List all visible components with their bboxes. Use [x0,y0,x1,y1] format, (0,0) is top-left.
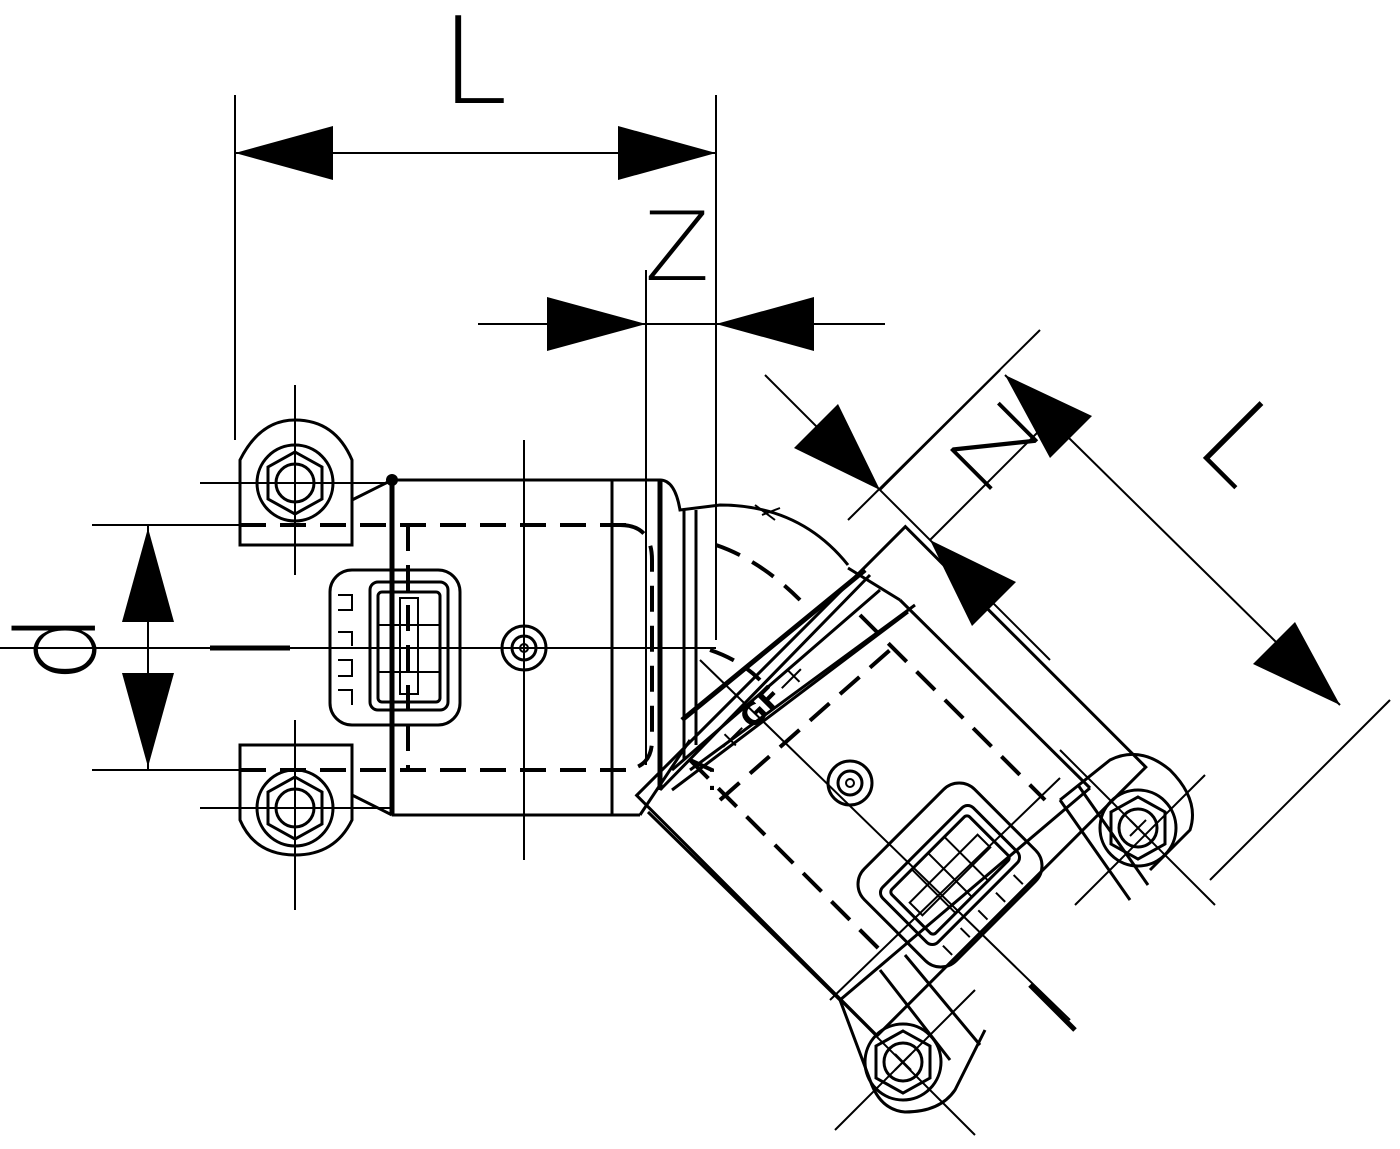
fusion-indicator-left [500,624,548,672]
left-socket [0,385,716,910]
dimension-l-rotated: L [847,329,1391,881]
dimension-z-top: Z [478,193,885,765]
rotated-socket-lines: GF [646,566,1216,1136]
clamp-right [1058,749,1216,906]
dimension-l-top: L [234,0,717,640]
dimension-l-rotated-label: L [1175,376,1309,510]
clamp-bottom-left [200,720,393,910]
fusion-indicator-right [826,759,874,807]
terminal-connector-right [856,781,1044,969]
clamp-top-left [200,385,398,575]
terminal-connector-left [328,568,462,727]
rotated-socket [634,524,1148,1038]
clamp-bottom-right [829,954,987,1136]
elbow-bend [638,478,881,816]
dimension-l-top-label: L [441,0,508,132]
dimension-z-top-label: Z [644,193,709,303]
